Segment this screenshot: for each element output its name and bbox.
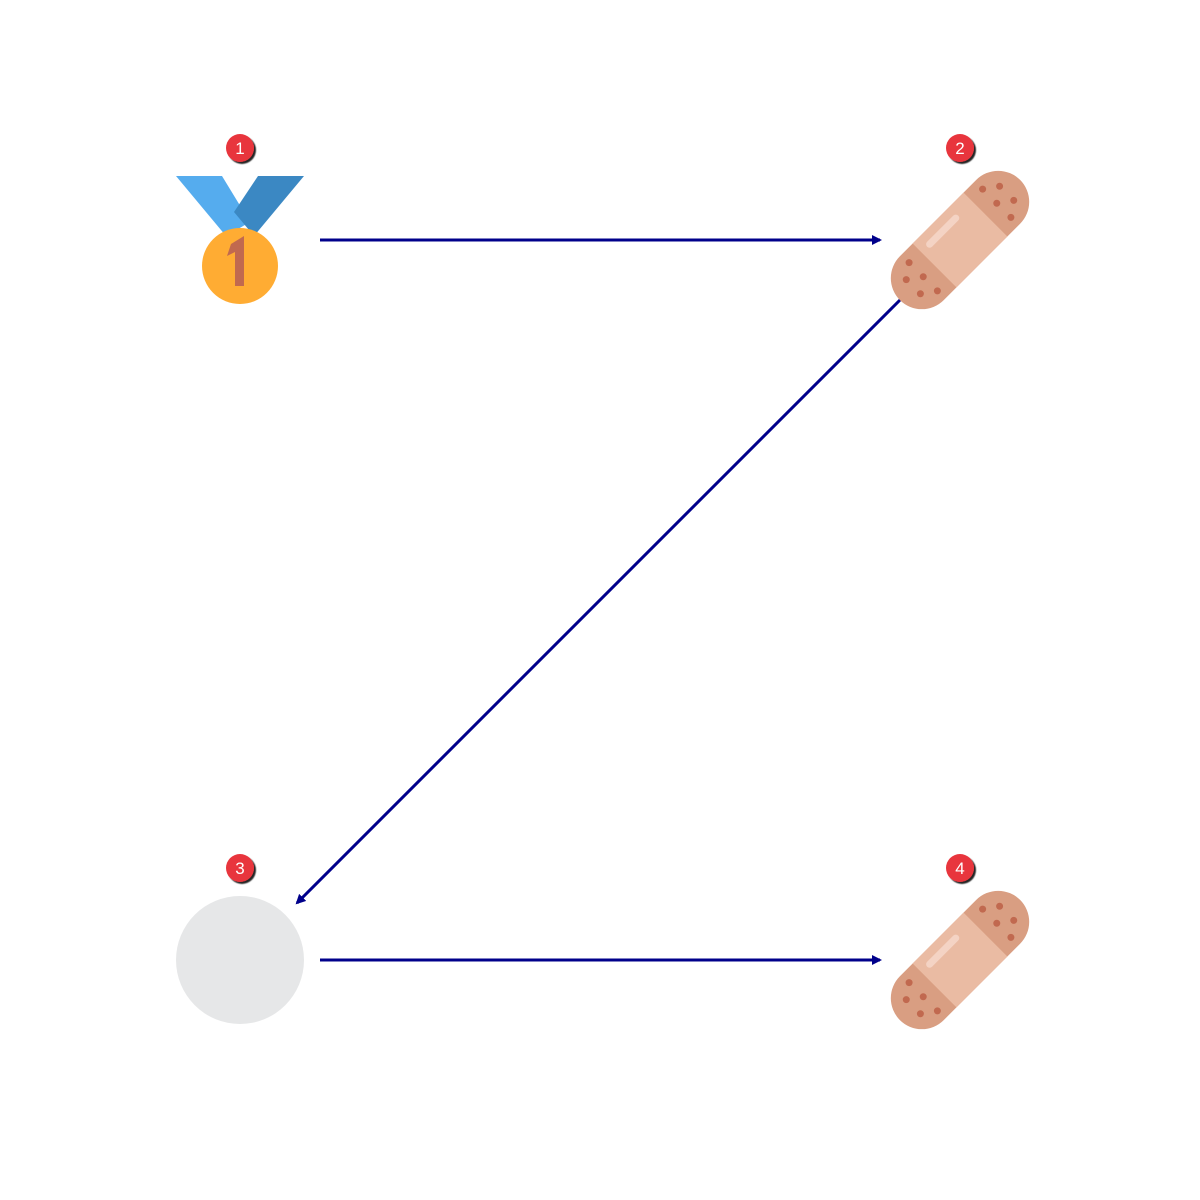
node-2-badge-label: 2 bbox=[955, 139, 964, 158]
node-4-badge-label: 4 bbox=[955, 859, 964, 878]
arrow-2-to-3 bbox=[295, 294, 906, 905]
adhesive-bandage-icon bbox=[890, 170, 1030, 310]
node-3-badge-label: 3 bbox=[235, 859, 244, 878]
node-2: 2 bbox=[890, 134, 1030, 310]
node-4: 4 bbox=[890, 854, 1030, 1030]
first-place-medal-icon bbox=[176, 176, 304, 304]
node-2-badge: 2 bbox=[946, 134, 974, 162]
adhesive-bandage-icon bbox=[890, 890, 1030, 1030]
node-1: 1 bbox=[176, 134, 304, 304]
node-1-badge-label: 1 bbox=[235, 139, 244, 158]
node-3-badge: 3 bbox=[226, 854, 254, 882]
blank-gray-circle-icon bbox=[176, 896, 304, 1024]
node-3: 3 bbox=[176, 854, 304, 1024]
node-4-badge: 4 bbox=[946, 854, 974, 882]
node-1-badge: 1 bbox=[226, 134, 254, 162]
